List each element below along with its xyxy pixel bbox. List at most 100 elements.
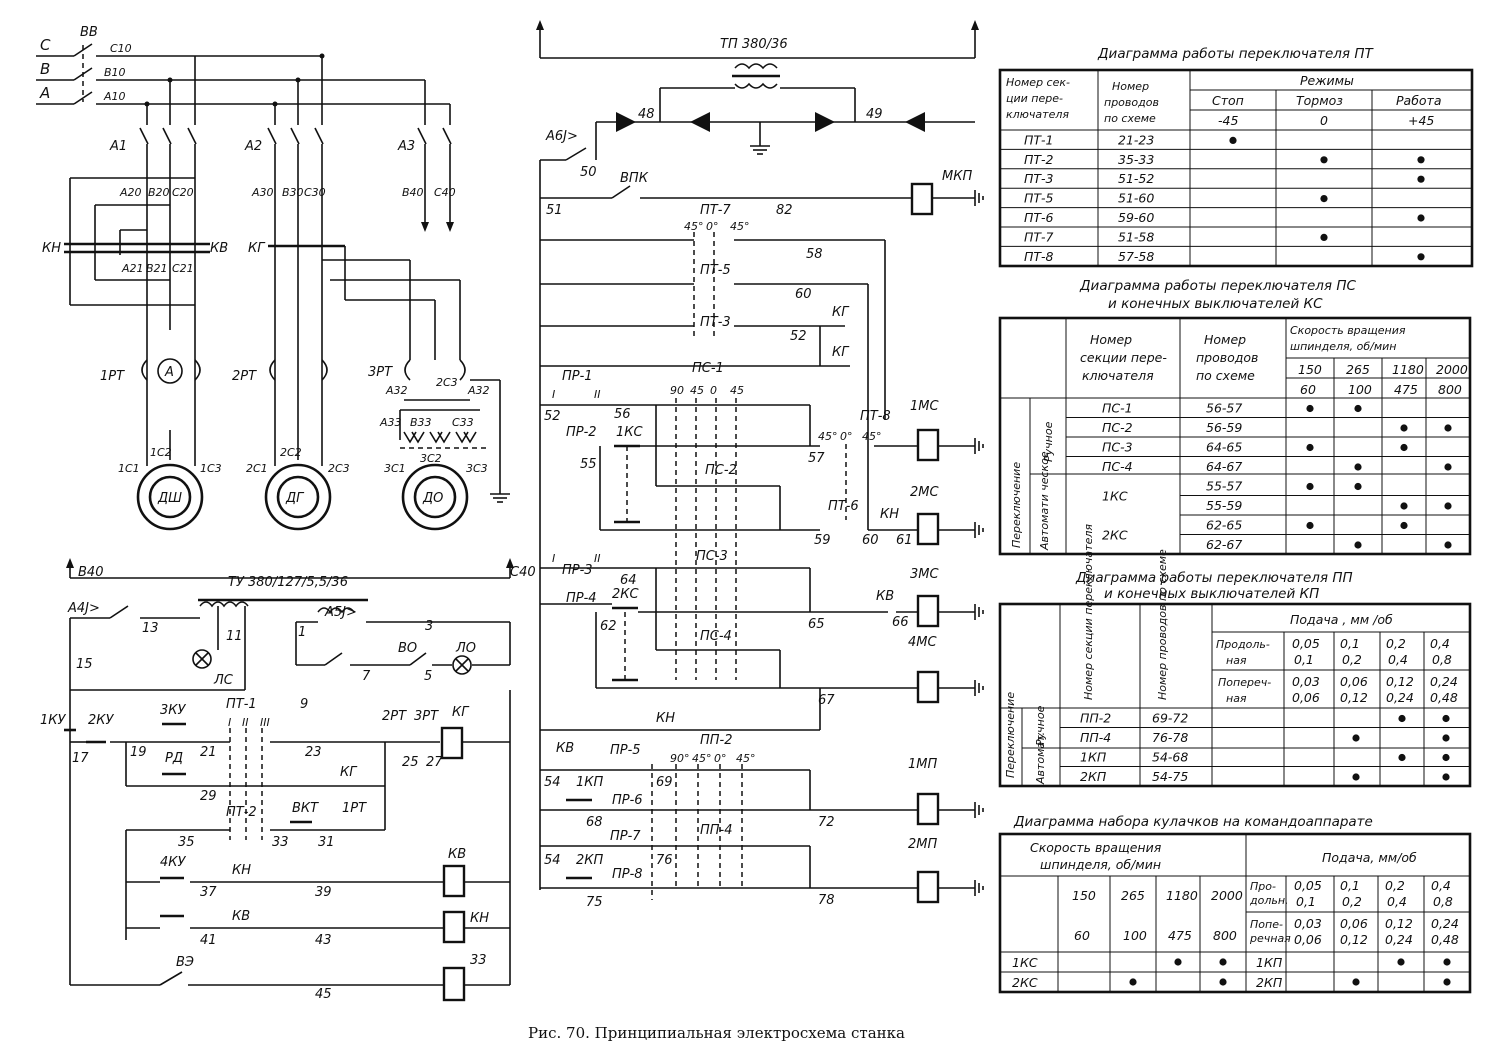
cam-speed-top: 150	[1072, 888, 1096, 903]
ps-row-sec: 1КС	[1102, 489, 1128, 504]
pr1-pos-2: II	[594, 388, 601, 401]
table-ps: Диаграмма работы переключателя ПС и коне…	[998, 278, 1472, 556]
pp-v-switch: Переключение	[1004, 692, 1017, 778]
switch-vo-label: ВО	[398, 641, 417, 656]
ps-h-sec-3: ключателя	[1082, 368, 1154, 383]
ps-row-wire: 56-59	[1206, 420, 1242, 435]
pp-row-sec: 2КП	[1080, 769, 1107, 784]
pp-row-dot	[1442, 734, 1450, 742]
wire-3: 3	[425, 619, 433, 634]
switch-ps2-label: ПС-2	[705, 463, 737, 478]
cam-long-bot: 0,8	[1433, 894, 1453, 909]
section-pt7-label: ПТ-7	[700, 203, 731, 218]
motor-dg-label: ДГ	[285, 491, 305, 506]
pr3-pos-1: I	[552, 552, 555, 565]
pt-h-sec-3: ключателя	[1006, 108, 1069, 121]
pt7-angle-3: 45°	[730, 220, 750, 233]
phase-a-label: A	[39, 84, 50, 102]
ps-row-dot	[1444, 541, 1452, 549]
wire-54: 54	[544, 775, 561, 790]
ps-h-speed-2: шпинделя, об/мин	[1290, 340, 1396, 353]
wire-60: 60	[795, 287, 812, 302]
pt-row-wire: 51-58	[1118, 229, 1154, 244]
wire-59: 59	[814, 533, 831, 548]
ps-h-speed-1: Скорость вращения	[1290, 324, 1406, 337]
table-ps-title-2: и конечных выключателей КС	[1108, 296, 1323, 312]
wire-37: 37	[200, 885, 217, 900]
coil-kn-label: КН	[470, 911, 489, 926]
pt-row-sec: ПТ-8	[1024, 249, 1054, 264]
cam-long-bot: 0,4	[1387, 894, 1407, 909]
ps-row-dot	[1354, 404, 1362, 413]
wire-55: 55	[580, 457, 597, 472]
breaker-a5-label: A5J>	[324, 605, 357, 620]
pt-h-sec-1: Номер сек-	[1006, 76, 1070, 89]
table-cam: Диаграмма набора кулачков на командоаппа…	[998, 814, 1472, 994]
cam-long-top: 0,1	[1340, 878, 1360, 893]
main-switch-label: ВВ	[80, 25, 98, 40]
cam-speed-bot: 800	[1213, 928, 1237, 943]
pp-h-wire: Номер проводов по схеме	[1156, 549, 1169, 700]
cam-row-ldot	[1129, 978, 1137, 986]
pt-row-wire: 57-58	[1118, 249, 1154, 264]
wire-66: 66	[892, 615, 909, 630]
c33-label: C33	[452, 416, 474, 429]
wire-76: 76	[656, 853, 673, 868]
cam-cross-label-2: речная	[1249, 932, 1291, 945]
coil-2ms-label: 2МС	[910, 485, 939, 500]
pp-row-wire: 76-78	[1152, 730, 1188, 745]
ps-h-wire-2: проводов	[1196, 350, 1258, 365]
pp-row-sec: ПП-2	[1080, 711, 1111, 726]
motor-do-label: ДО	[422, 491, 443, 506]
bus-b10: B10	[104, 66, 126, 79]
pp-row-wire: 54-75	[1152, 769, 1188, 784]
pt-row-dot	[1229, 136, 1237, 144]
coil-2mp-label: 2МП	[908, 837, 937, 852]
wire-51: 51	[546, 203, 563, 218]
cam-row-rdot	[1352, 978, 1360, 986]
motor-dsh-icon	[136, 463, 204, 531]
pp-long-bot: 0,2	[1342, 652, 1362, 667]
c21-label: C21	[172, 262, 194, 275]
section-pt2-label: ПТ-2	[226, 805, 257, 820]
m2-terminal-1: 2C1	[246, 462, 268, 475]
pp-cross-top: 0,03	[1292, 674, 1320, 689]
ps-row-sec: ПС-3	[1102, 440, 1133, 455]
pp-h-feed: Подача , мм /об	[1290, 612, 1393, 627]
coil-1ms	[916, 428, 940, 462]
cam-cross-top: 0,12	[1385, 916, 1413, 931]
wire-21: 21	[200, 745, 217, 760]
bus-c10: C10	[110, 42, 132, 55]
ps-speed-top: 1180	[1392, 362, 1424, 377]
pp-long-top: 0,05	[1292, 636, 1320, 651]
wire-9: 9	[300, 697, 308, 712]
pp-angle-3: 0°	[714, 752, 727, 765]
wire-52: 52	[790, 329, 807, 344]
cam-h-speed-2: шпинделя, об/мин	[1040, 857, 1161, 872]
cam-cross-bot: 0,06	[1294, 932, 1322, 947]
breaker-a4-label: A4J>	[67, 601, 100, 616]
button-1ku-label: 1КУ	[40, 713, 67, 728]
pt-row-wire: 21-23	[1118, 132, 1154, 147]
pt-row-sec: ПТ-5	[1024, 191, 1054, 206]
switch-pr1-label: ПР-1	[562, 369, 593, 384]
out-b40-label: B40	[402, 186, 424, 199]
button-3ku-label: 3КУ	[160, 703, 187, 718]
pp-long-top: 0,2	[1386, 636, 1406, 651]
ps-row-dot	[1354, 541, 1362, 549]
table-ps-title-1: Диаграмма работы переключателя ПС	[1079, 278, 1356, 294]
pt1-pos-1: I	[228, 716, 231, 729]
table-pp-title-2: и конечных выключателей КП	[1104, 586, 1319, 602]
m1-terminal-1: 1C1	[118, 462, 140, 475]
contactor-kv-label: КВ	[210, 241, 228, 256]
pp-long-bot: 0,1	[1294, 652, 1314, 667]
breaker-a6-label: A6J>	[545, 129, 578, 144]
pt-row-dot	[1320, 156, 1328, 164]
contact-kg-bot-label: КГ	[832, 345, 850, 360]
coil-kv	[442, 864, 466, 898]
wire-23: 23	[305, 745, 322, 760]
motor-dsh-label: ДШ	[157, 491, 182, 506]
cam-speed-bot: 100	[1123, 928, 1147, 943]
